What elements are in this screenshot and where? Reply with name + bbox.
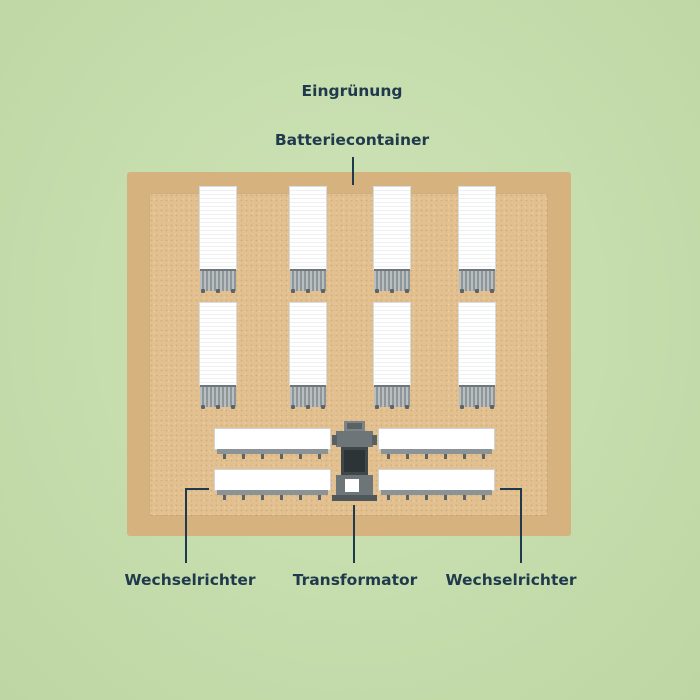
battery-container <box>374 303 410 409</box>
battery-container <box>374 187 410 293</box>
inverter-right-label: Wechselrichter <box>445 571 577 589</box>
battery-container <box>290 187 326 293</box>
battery-container <box>290 303 326 409</box>
inverter-left-leader-line <box>185 488 187 563</box>
inverter <box>215 429 330 459</box>
transformer <box>332 421 377 501</box>
transformer-leader-line <box>353 505 355 563</box>
battery-container <box>459 187 495 293</box>
inverter <box>379 429 494 459</box>
inverter-right-leader-tick <box>500 488 522 490</box>
inverter <box>215 470 330 500</box>
battery-container <box>459 303 495 409</box>
inverter-left-label: Wechselrichter <box>124 571 256 589</box>
battery-container <box>200 187 236 293</box>
inverter-right-leader-line <box>520 488 522 563</box>
inverter <box>379 470 494 500</box>
battery-container <box>200 303 236 409</box>
inverter-left-leader-tick <box>185 488 209 490</box>
battery-container-label: Batteriecontainer <box>274 131 430 149</box>
greening-label: Eingrünung <box>301 82 403 100</box>
transformer-label: Transformator <box>292 571 418 589</box>
battery-leader-line <box>352 157 354 185</box>
